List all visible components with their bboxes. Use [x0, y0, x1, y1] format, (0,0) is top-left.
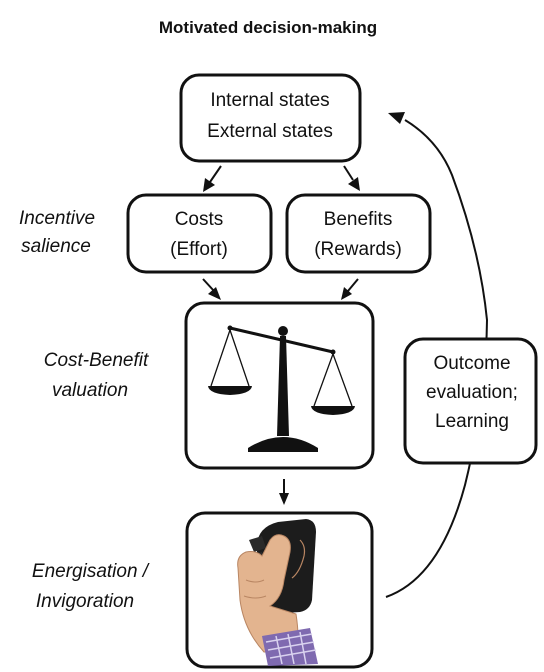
- benefits-label: Benefits: [324, 209, 393, 230]
- states-line-1: Internal states: [210, 90, 329, 111]
- feedback-arrow: [385, 112, 489, 598]
- costs-box: Costs (Effort): [126, 193, 273, 274]
- arrow-states-to-costs: [203, 165, 222, 192]
- diagram-title: Motivated decision-making: [159, 18, 377, 37]
- effort-label: (Effort): [170, 239, 228, 260]
- outcome-evaluation-box: Outcome evaluation; Learning: [403, 337, 538, 465]
- stage-label-salience: salience: [21, 236, 91, 257]
- valuation-box: [184, 301, 375, 470]
- balance-scale-icon: [208, 325, 355, 452]
- costs-label: Costs: [175, 209, 224, 230]
- learning-label: Learning: [435, 411, 509, 432]
- benefits-box: Benefits (Rewards): [285, 193, 432, 274]
- arrow-benefits-to-valuation: [341, 278, 359, 300]
- stage-label-energisation: Energisation /: [32, 561, 150, 582]
- stage-label-invigoration: Invigoration: [36, 591, 134, 612]
- states-box: Internal states External states: [179, 73, 362, 163]
- rewards-label: (Rewards): [314, 239, 402, 260]
- states-line-2: External states: [207, 121, 333, 142]
- stage-label-incentive: Incentive: [19, 208, 95, 229]
- hand-squeezing-grip-device: [237, 519, 318, 666]
- stage-label-valuation: valuation: [52, 380, 128, 401]
- arrow-costs-to-valuation: [202, 278, 221, 300]
- stage-label-cost-benefit: Cost-Benefit: [44, 350, 149, 371]
- arrow-states-to-benefits: [343, 165, 360, 191]
- arrow-valuation-to-energisation: [279, 479, 289, 505]
- outcome-label: Outcome: [433, 353, 510, 374]
- energisation-box: [185, 511, 374, 669]
- evaluation-label: evaluation;: [426, 382, 518, 403]
